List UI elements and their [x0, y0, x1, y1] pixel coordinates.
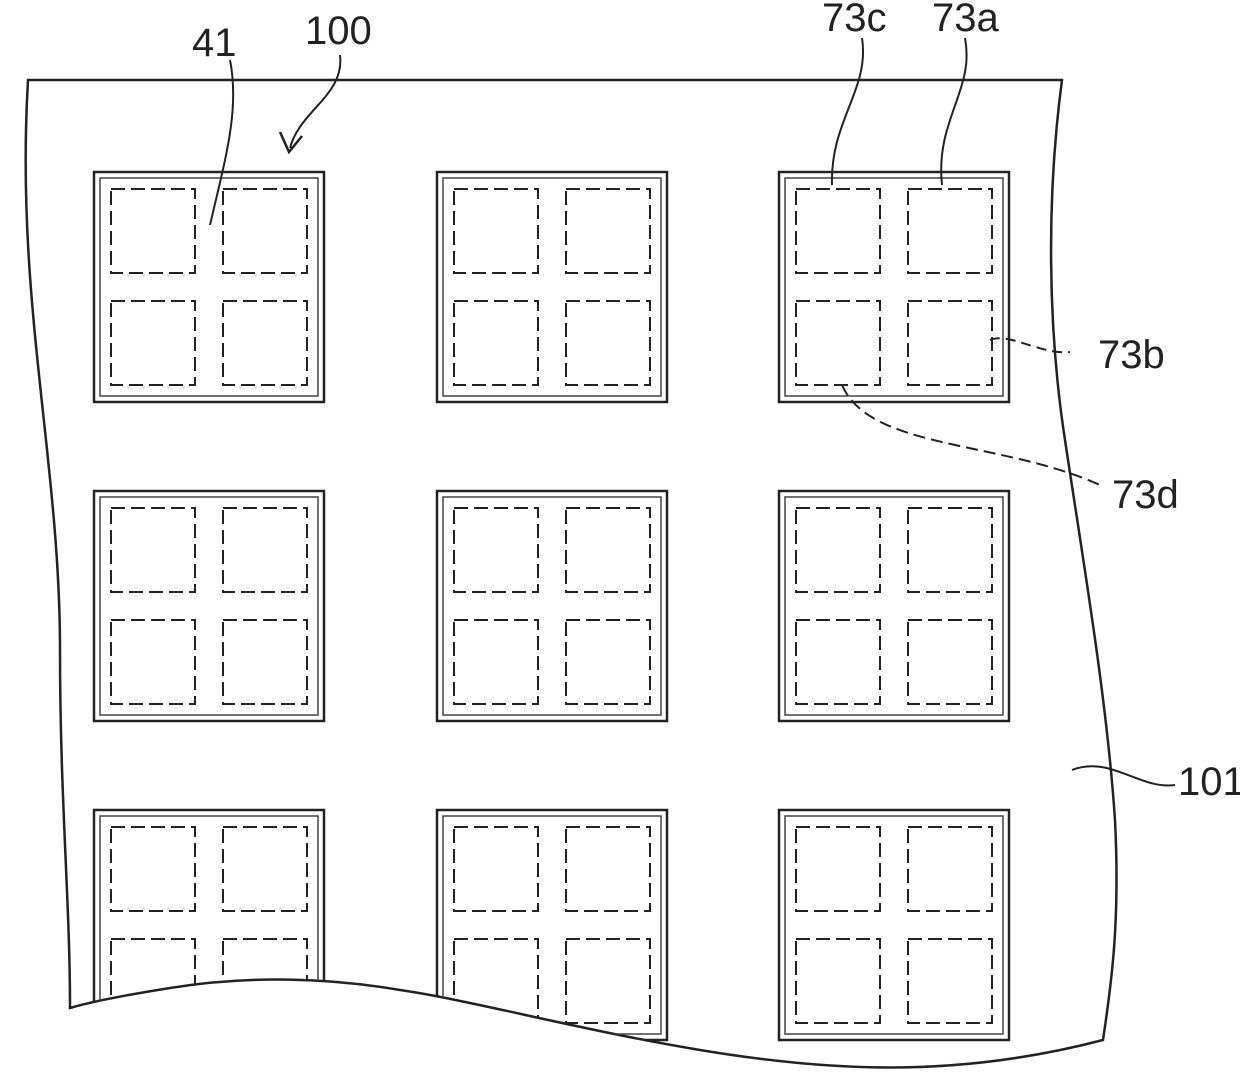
- label-73a: 73a: [932, 0, 999, 40]
- substrate-sheet: [26, 80, 1117, 1068]
- label-100: 100: [305, 9, 372, 53]
- label-41: 41: [192, 21, 237, 65]
- label-73d: 73d: [1112, 473, 1179, 517]
- label-73b: 73b: [1098, 333, 1165, 377]
- label-101: 101: [1178, 760, 1240, 804]
- label-73c: 73c: [822, 0, 887, 40]
